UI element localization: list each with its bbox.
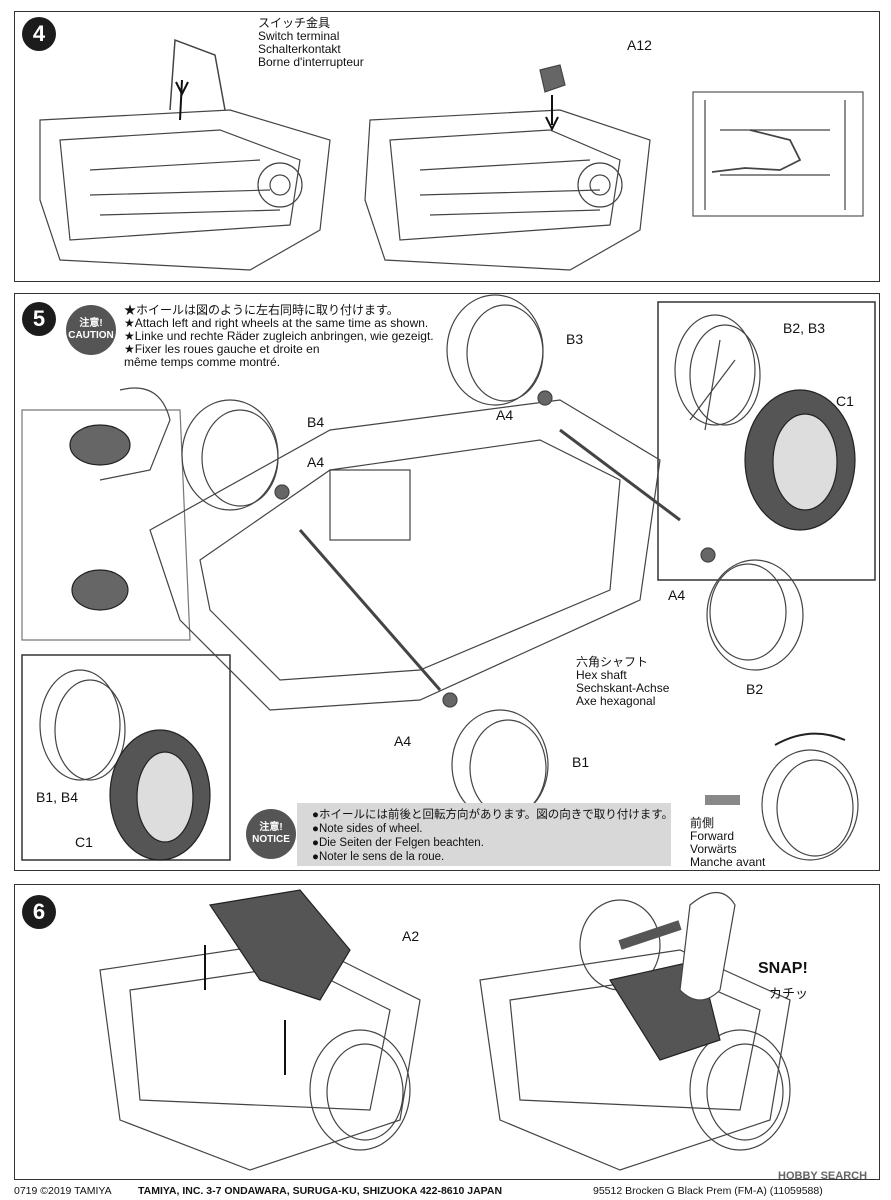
part-a4-label-4: A4 bbox=[394, 733, 412, 749]
part-b2-label: B2 bbox=[746, 681, 764, 697]
snap-text: SNAP! bbox=[758, 960, 808, 977]
caution-text: ★ホイールは図のように左右同時に取り付けます。 ★Attach left and… bbox=[124, 303, 434, 369]
step-6-panel bbox=[14, 884, 880, 1180]
switch-terminal-label: スイッチ金具 Switch terminal Schalterkontakt B… bbox=[258, 16, 364, 69]
notice-text: ●ホイールには前後と回転方向があります。図の向きで取り付けます。 ●Note s… bbox=[312, 809, 674, 863]
part-b1-label: B1 bbox=[572, 754, 590, 770]
notice-box bbox=[297, 803, 671, 866]
part-a4-label-1: A4 bbox=[307, 454, 325, 470]
notice-badge: 注意! NOTICE bbox=[246, 809, 296, 859]
step-5-number: 5 bbox=[22, 302, 56, 336]
part-b2-b3-label: B2, B3 bbox=[783, 320, 826, 336]
step-4-panel bbox=[14, 11, 880, 282]
step-5-panel bbox=[14, 293, 880, 871]
part-a4-label-3: A4 bbox=[668, 587, 686, 603]
forward-label: 前側 Forward Vorwärts Manche avant bbox=[690, 816, 766, 869]
part-c1-label-bottom: C1 bbox=[75, 834, 93, 850]
hex-shaft-label: 六角シャフト Hex shaft Sechskant-Achse Axe hex… bbox=[576, 655, 670, 708]
footer-product: 95512 Brocken G Black Prem (FM-A) (11059… bbox=[593, 1185, 823, 1197]
part-b4-label: B4 bbox=[307, 414, 325, 430]
part-b3-label: B3 bbox=[566, 331, 584, 347]
watermark: HOBBY SEARCH bbox=[778, 1170, 868, 1182]
step-4-number: 4 bbox=[22, 17, 56, 51]
footer-address: TAMIYA, INC. 3-7 ONDAWARA, SURUGA-KU, SH… bbox=[138, 1185, 503, 1197]
part-c1-label-top: C1 bbox=[836, 393, 854, 409]
snap-jp-text: カチッ bbox=[769, 986, 809, 1001]
part-b1-b4-label: B1, B4 bbox=[36, 789, 79, 805]
part-a12-label: A12 bbox=[627, 37, 652, 53]
caution-badge: 注意! CAUTION bbox=[66, 305, 116, 355]
part-a4-label-2: A4 bbox=[496, 407, 514, 423]
part-a2-label: A2 bbox=[402, 928, 420, 944]
step-6-number: 6 bbox=[22, 895, 56, 929]
footer-code: 0719 ©2019 TAMIYA bbox=[14, 1185, 112, 1197]
